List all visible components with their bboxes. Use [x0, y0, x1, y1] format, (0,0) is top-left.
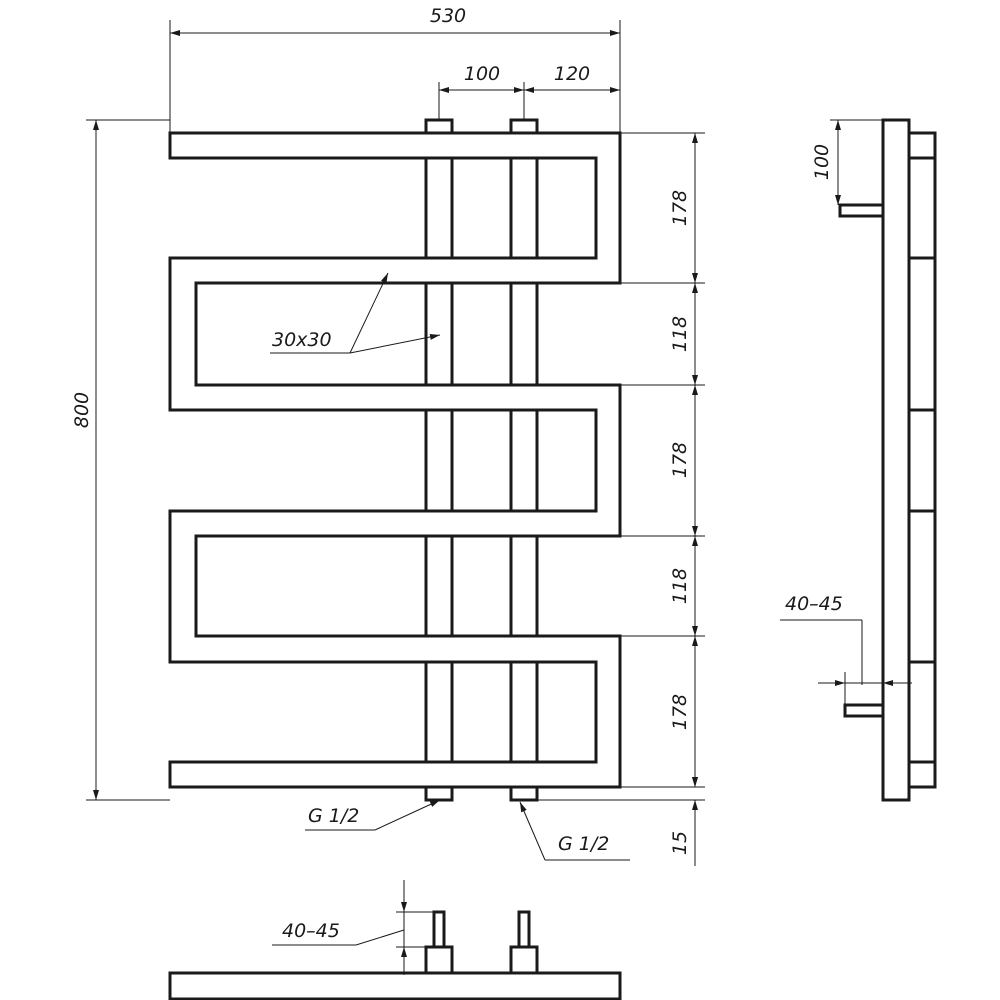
- dim-gap-1: 178: [669, 190, 691, 226]
- dim-pipe-right-offset: 120: [554, 63, 590, 85]
- dim-side-wall-distance: 40–45: [785, 593, 843, 615]
- dim-bottom-wall-distance: 40–45: [282, 920, 340, 942]
- front-view: [168, 118, 622, 802]
- dim-gap-4: 118: [669, 568, 691, 604]
- bottom-connector-left: [424, 785, 454, 802]
- front-dimensions: 530 100 120 800 178 118 178 118 178: [71, 5, 705, 866]
- thread-left: G 1/2: [308, 805, 359, 827]
- dim-overall-width: 530: [430, 5, 466, 27]
- side-main-body: [881, 118, 911, 802]
- side-bracket-bottom: [843, 703, 885, 718]
- dim-side-top-offset: 100: [811, 144, 833, 180]
- dim-gap-5: 178: [669, 694, 691, 730]
- dim-gap-2: 118: [669, 316, 691, 352]
- bottom-main-body: [168, 971, 622, 1000]
- bottom-view: 40–45: [168, 880, 622, 1000]
- vertical-pipe-left: [424, 118, 454, 802]
- top-connector-right: [509, 118, 539, 135]
- thread-right: G 1/2: [558, 833, 609, 855]
- dim-pipe-spacing: 100: [464, 63, 500, 85]
- bottom-connector-right: [509, 785, 539, 802]
- top-connector-left: [424, 118, 454, 135]
- side-bracket-top: [838, 203, 885, 218]
- dim-profile: 30x30: [272, 329, 332, 351]
- vertical-pipe-right: [509, 118, 539, 802]
- dim-gap-3: 178: [669, 442, 691, 478]
- serpentine-outer-outline: [168, 131, 622, 789]
- dim-overall-height: 800: [71, 392, 93, 428]
- side-view: 100 40–45: [780, 118, 937, 802]
- dim-bottom-offset: 15: [669, 831, 691, 855]
